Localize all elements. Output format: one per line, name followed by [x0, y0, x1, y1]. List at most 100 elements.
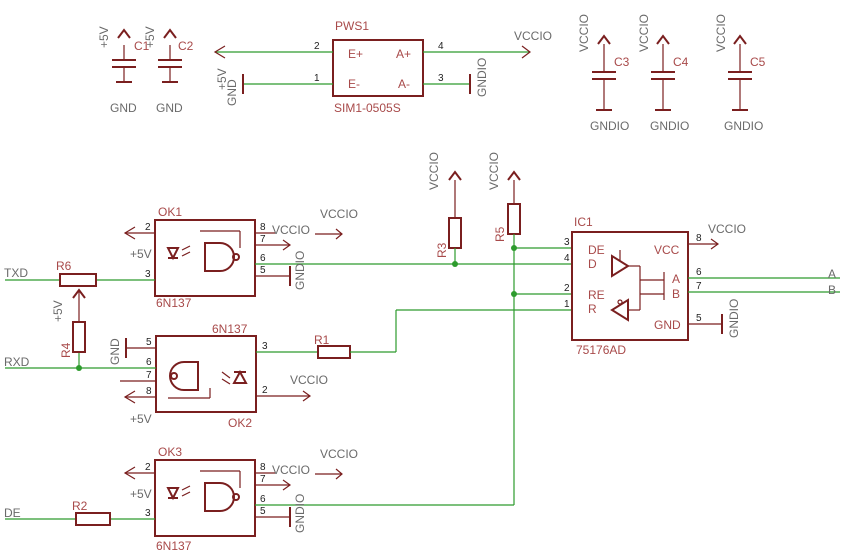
pin-number: 7: [260, 234, 266, 245]
capacitor-c1: +5V C1 GND: [97, 26, 150, 115]
pin-number: 5: [260, 265, 266, 276]
pin-label: D: [588, 257, 597, 271]
capacitor-c5: VCCIO C5 GNDIO: [714, 14, 766, 133]
gndio-label: GNDIO: [650, 119, 689, 133]
pin-number: 3: [145, 269, 151, 280]
pin-number: 8: [260, 462, 266, 473]
pin-label: R: [588, 302, 597, 316]
pin-number: 3: [145, 508, 151, 519]
r2-label: R2: [72, 499, 88, 513]
resistor-r2: R2: [72, 499, 111, 526]
pin-number: 2: [262, 385, 268, 396]
vccio-label: VCCIO: [320, 447, 358, 461]
gndio-label: GNDIO: [293, 494, 307, 533]
c5-label: C5: [750, 55, 766, 69]
resistor-r5: R5 VCCIO: [487, 152, 521, 248]
pin-number: 8: [696, 233, 702, 244]
vccio-label: VCCIO: [427, 152, 441, 190]
net-b: B: [828, 283, 836, 297]
vccio-label: VCCIO: [320, 207, 358, 221]
gndio-label: GNDIO: [727, 299, 741, 338]
pin-label: E+: [348, 47, 363, 61]
pin-number: 6: [146, 357, 152, 368]
pin-number: 6: [260, 494, 266, 505]
gnd-label: GND: [110, 101, 137, 115]
pin-number: 3: [262, 341, 268, 352]
pin-number: 6: [260, 253, 266, 264]
pin-number: 7: [260, 474, 266, 485]
r4-label: R4: [59, 342, 73, 358]
r5-label: R5: [493, 226, 507, 242]
pin-number: 3: [438, 73, 444, 84]
pin-label: A: [672, 272, 680, 286]
pws1-value: SIM1-0505S: [334, 101, 401, 115]
c3-label: C3: [614, 55, 630, 69]
pin-number: 4: [564, 253, 570, 264]
vccio-label: VCCIO: [637, 14, 651, 52]
power-label: +5V: [130, 412, 152, 426]
ic1-value: 75176AD: [576, 343, 626, 357]
pin-number: 1: [564, 299, 570, 310]
power-label: +5V: [97, 26, 111, 48]
ic1-name: IC1: [574, 215, 593, 229]
power-label: +5V: [130, 247, 152, 261]
gndio-label: GNDIO: [724, 119, 763, 133]
pin-label: A+: [396, 47, 411, 61]
power-label: +5V: [215, 68, 229, 90]
resistor-r4: R4 +5V: [51, 288, 86, 368]
pws1-name: PWS1: [335, 19, 369, 33]
pin-label: E-: [348, 77, 360, 91]
vccio-label: VCCIO: [290, 373, 328, 387]
gndio-label: GNDIO: [293, 251, 307, 290]
junction-dot: [511, 245, 517, 251]
r3-label: R3: [435, 242, 449, 258]
pin-number: 4: [438, 41, 444, 52]
pin-number: 5: [696, 313, 702, 324]
pin-number: 7: [696, 281, 702, 292]
vccio-label: VCCIO: [577, 14, 591, 52]
ok2-value: OK2: [228, 416, 252, 430]
pin-label: A-: [398, 77, 410, 91]
resistor-r1: R1: [314, 309, 572, 359]
transceiver-ic1: IC1 DE D RE R VCC A B GND 3 4 2 1 8 VCCI…: [564, 215, 840, 357]
gndio-label: GNDIO: [590, 119, 629, 133]
pin-label: DE: [588, 243, 605, 257]
resistor-r3: R3 VCCIO: [427, 152, 462, 264]
pin-number: 2: [314, 41, 320, 52]
pin-number: 1: [314, 73, 320, 84]
ok2-name: 6N137: [212, 322, 248, 336]
junction-dot: [511, 291, 517, 297]
vccio-label: VCCIO: [514, 29, 552, 43]
c1-label: C1: [134, 39, 150, 53]
pin-number: 8: [260, 222, 266, 233]
ok3-value: 6N137: [156, 539, 192, 553]
optocoupler-ok3: OK3 6N137 2 3 8 7 6 5 +5V VCCIO VCCIO GN…: [5, 445, 514, 553]
ok1-name: OK1: [158, 205, 182, 219]
pin-label: VCC: [654, 243, 680, 257]
c4-label: C4: [673, 55, 689, 69]
pin-number: 5: [146, 337, 152, 348]
capacitor-c3: VCCIO C3 GNDIO: [577, 14, 630, 133]
resistor-r6: R6: [56, 259, 97, 287]
c2-label: C2: [178, 39, 194, 53]
vccio-label: VCCIO: [487, 152, 501, 190]
pin-number: 2: [145, 462, 151, 473]
gnd-label: GND: [225, 79, 239, 106]
pin-number: 3: [564, 237, 570, 248]
power-supply-pws1: PWS1 E+ E- A+ A- SIM1-0505S 2 1 GND +5V …: [213, 19, 552, 115]
pin-number: 5: [260, 506, 266, 517]
vccio-label: VCCIO: [714, 14, 728, 52]
pin-number: 6: [696, 267, 702, 278]
vccio-label: VCCIO: [708, 222, 746, 236]
pin-number: 8: [146, 386, 152, 397]
pin-label: B: [672, 287, 680, 301]
vccio-label: VCCIO: [272, 463, 310, 477]
optocoupler-ok1: OK1 6N137 2 3 8 7 6 5 +5V VCCIO VCCIO: [5, 205, 455, 310]
gndio-label: GNDIO: [475, 58, 489, 97]
pin-label: RE: [588, 288, 605, 302]
gnd-label: GND: [108, 338, 122, 365]
net-de: DE: [4, 506, 21, 520]
optocoupler-ok2: 6N137 OK2 5 GND 6 7 8 +5V 3 2 VCCIO: [5, 322, 328, 430]
ok1-value: 6N137: [156, 296, 192, 310]
